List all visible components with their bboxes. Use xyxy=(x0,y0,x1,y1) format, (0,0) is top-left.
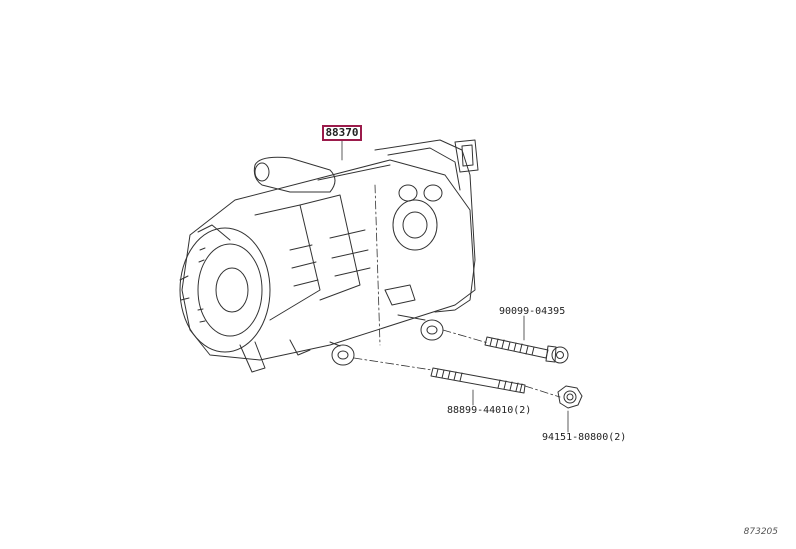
stud-bolt xyxy=(430,367,526,394)
figure-reference-code: 873205 xyxy=(743,527,778,537)
long-bolt xyxy=(484,336,569,364)
alignment-lines xyxy=(353,184,561,398)
main-part-callout[interactable]: 88370 xyxy=(322,125,362,141)
leader-lines xyxy=(341,140,569,433)
compressor-body xyxy=(179,139,479,373)
part-label-stud-bolt[interactable]: 88899-44010(2) xyxy=(447,405,532,416)
nut xyxy=(557,385,583,409)
part-label-nut[interactable]: 94151-80800(2) xyxy=(542,432,627,443)
part-label-long-bolt[interactable]: 90099-04395 xyxy=(499,306,566,317)
